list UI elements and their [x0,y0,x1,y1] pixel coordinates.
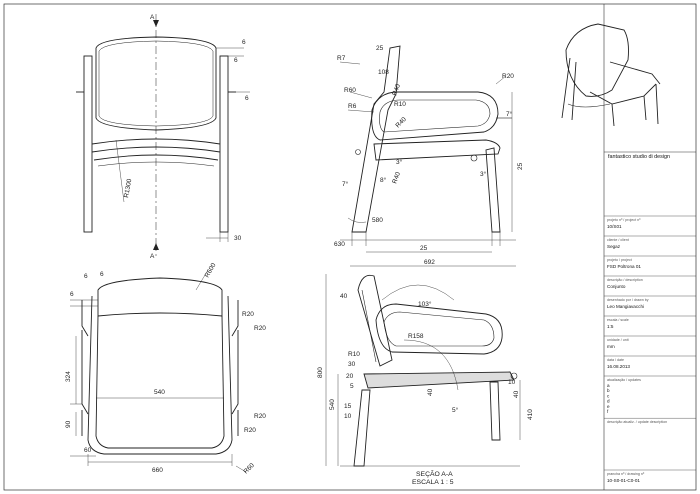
dim-top-13: 660 [152,467,163,474]
dim-side-16: 580 [372,217,383,224]
isometric-view [561,23,661,127]
dim-top-8: 540 [154,389,165,396]
dim-side-1: R7 [337,55,346,62]
sheet-border [3,3,697,491]
dim-section-2: 40 [340,293,348,300]
title-block-label: projeto nº / project nº [607,218,641,222]
dim-side-4: R40 [391,83,402,97]
dim-top-2: 6 [100,271,104,278]
dim-front-5: 30 [234,235,242,242]
revision-entry: a [607,383,610,388]
dim-side-12: 8° [380,176,387,184]
title-block-value: 10/S01 [607,224,622,229]
dim-section-11: 10 [344,413,352,420]
dim-top-7: 324 [65,371,72,382]
dim-side-10: 7° [506,110,513,118]
dim-side-9: R40 [394,116,408,130]
dim-front-1: 6 [242,39,246,46]
revision-entry: b [607,388,610,393]
dim-section-9: 40 [427,388,434,396]
dim-front-2: 6 [234,57,238,64]
revision-entry: d [607,399,610,404]
dim-side-15: 7° [342,180,349,188]
dim-section-1: 692 [424,259,435,266]
title-block-fields: projeto nº / project nº 10/S01 cliente / c… [604,215,696,483]
side-view [339,45,516,253]
dim-side-13: R40 [391,171,402,185]
studio-name: fantastico studio di design [608,154,670,160]
revision-entry: e [607,404,610,409]
dim-side-19: 25 [420,245,428,252]
title-block-value: FSD Poltrona 01 [607,264,641,269]
dim-section-17: 5° [452,406,459,414]
title-block-label: data / date [607,358,624,362]
dim-section-13: 540 [329,399,336,410]
section-title: SEÇÃO A-A [416,469,453,478]
title-block-label: cliente / client [607,238,629,242]
dim-section-4: R158 [408,333,424,340]
top-view [70,269,247,473]
dim-side-3: 108 [378,69,389,76]
revisions-label: atualização / updates [607,378,641,382]
title-block-label: desenhado por / drawn by [607,298,649,302]
title-block-label: descrição / description [607,278,643,282]
dim-section-10: 15 [344,403,352,410]
revision-entry: c [607,393,610,398]
dim-top-11: R20 [254,413,266,420]
dim-side-6: R60 [344,87,356,94]
dim-side-8: R10 [394,101,406,108]
front-view [76,14,250,256]
dim-section-6: 30 [348,361,356,368]
revision-entry: f [607,409,609,414]
drawing-number: 10-S0-01-C0-01 [607,478,640,483]
dim-front-3: 6 [245,95,249,102]
title-block-label: unidade / unit [607,338,629,342]
dim-top-5: R20 [242,311,254,318]
section-scale: ESCALA 1 : 5 [412,479,454,486]
title-block-label: escala / scale [607,318,629,322]
title-block-value: Leo Mangiavacchi [607,304,644,309]
dim-side-11: 3° [396,158,403,166]
dim-side-14: 3° [480,170,487,178]
title-block-value: mm [607,344,615,349]
title-block-value: Conjunto [607,284,626,289]
section-marker-top: A [150,14,155,21]
dim-section-15: 10 [508,379,516,386]
dim-top-10: 60 [84,447,92,454]
dim-section-14: 410 [527,409,534,420]
dim-side-18: 630 [334,241,345,248]
dim-section-3: 103° [418,300,432,308]
revision-description-label: descrição atualiz. / update description [607,420,667,424]
dim-section-7: 20 [346,373,354,380]
dim-top-14: R60 [242,462,256,476]
section-view [325,265,521,467]
title-block: fantastico studio di design projeto nº /… [604,151,696,483]
dim-section-16: 40 [513,390,520,398]
title-block-label: projeto / project [607,258,632,262]
dim-top-9: 90 [65,420,72,428]
dim-section-8: 5 [350,383,354,390]
dim-section-5: R10 [348,351,360,358]
section-marker-bottom: A [150,253,155,260]
dim-side-2: 25 [376,45,384,52]
title-block-value: 1:5 [607,324,614,329]
drawing-number-label: prancha nº / drawing nº [607,472,645,476]
dim-front-4: R1300 [123,178,133,198]
dim-side-17: 25 [517,162,524,170]
dim-top-12: R20 [244,427,256,434]
dim-side-7: R6 [348,103,357,110]
dim-top-4: R600 [204,262,218,279]
dim-side-5: R20 [502,73,514,80]
dim-top-1: 6 [84,273,88,280]
dim-top-3: 6 [70,291,74,298]
title-block-value: Segaz [607,244,621,249]
dim-section-12: 800 [317,367,324,378]
title-block-value: 16.08.2013 [607,364,630,369]
dim-top-6: R20 [254,325,266,332]
